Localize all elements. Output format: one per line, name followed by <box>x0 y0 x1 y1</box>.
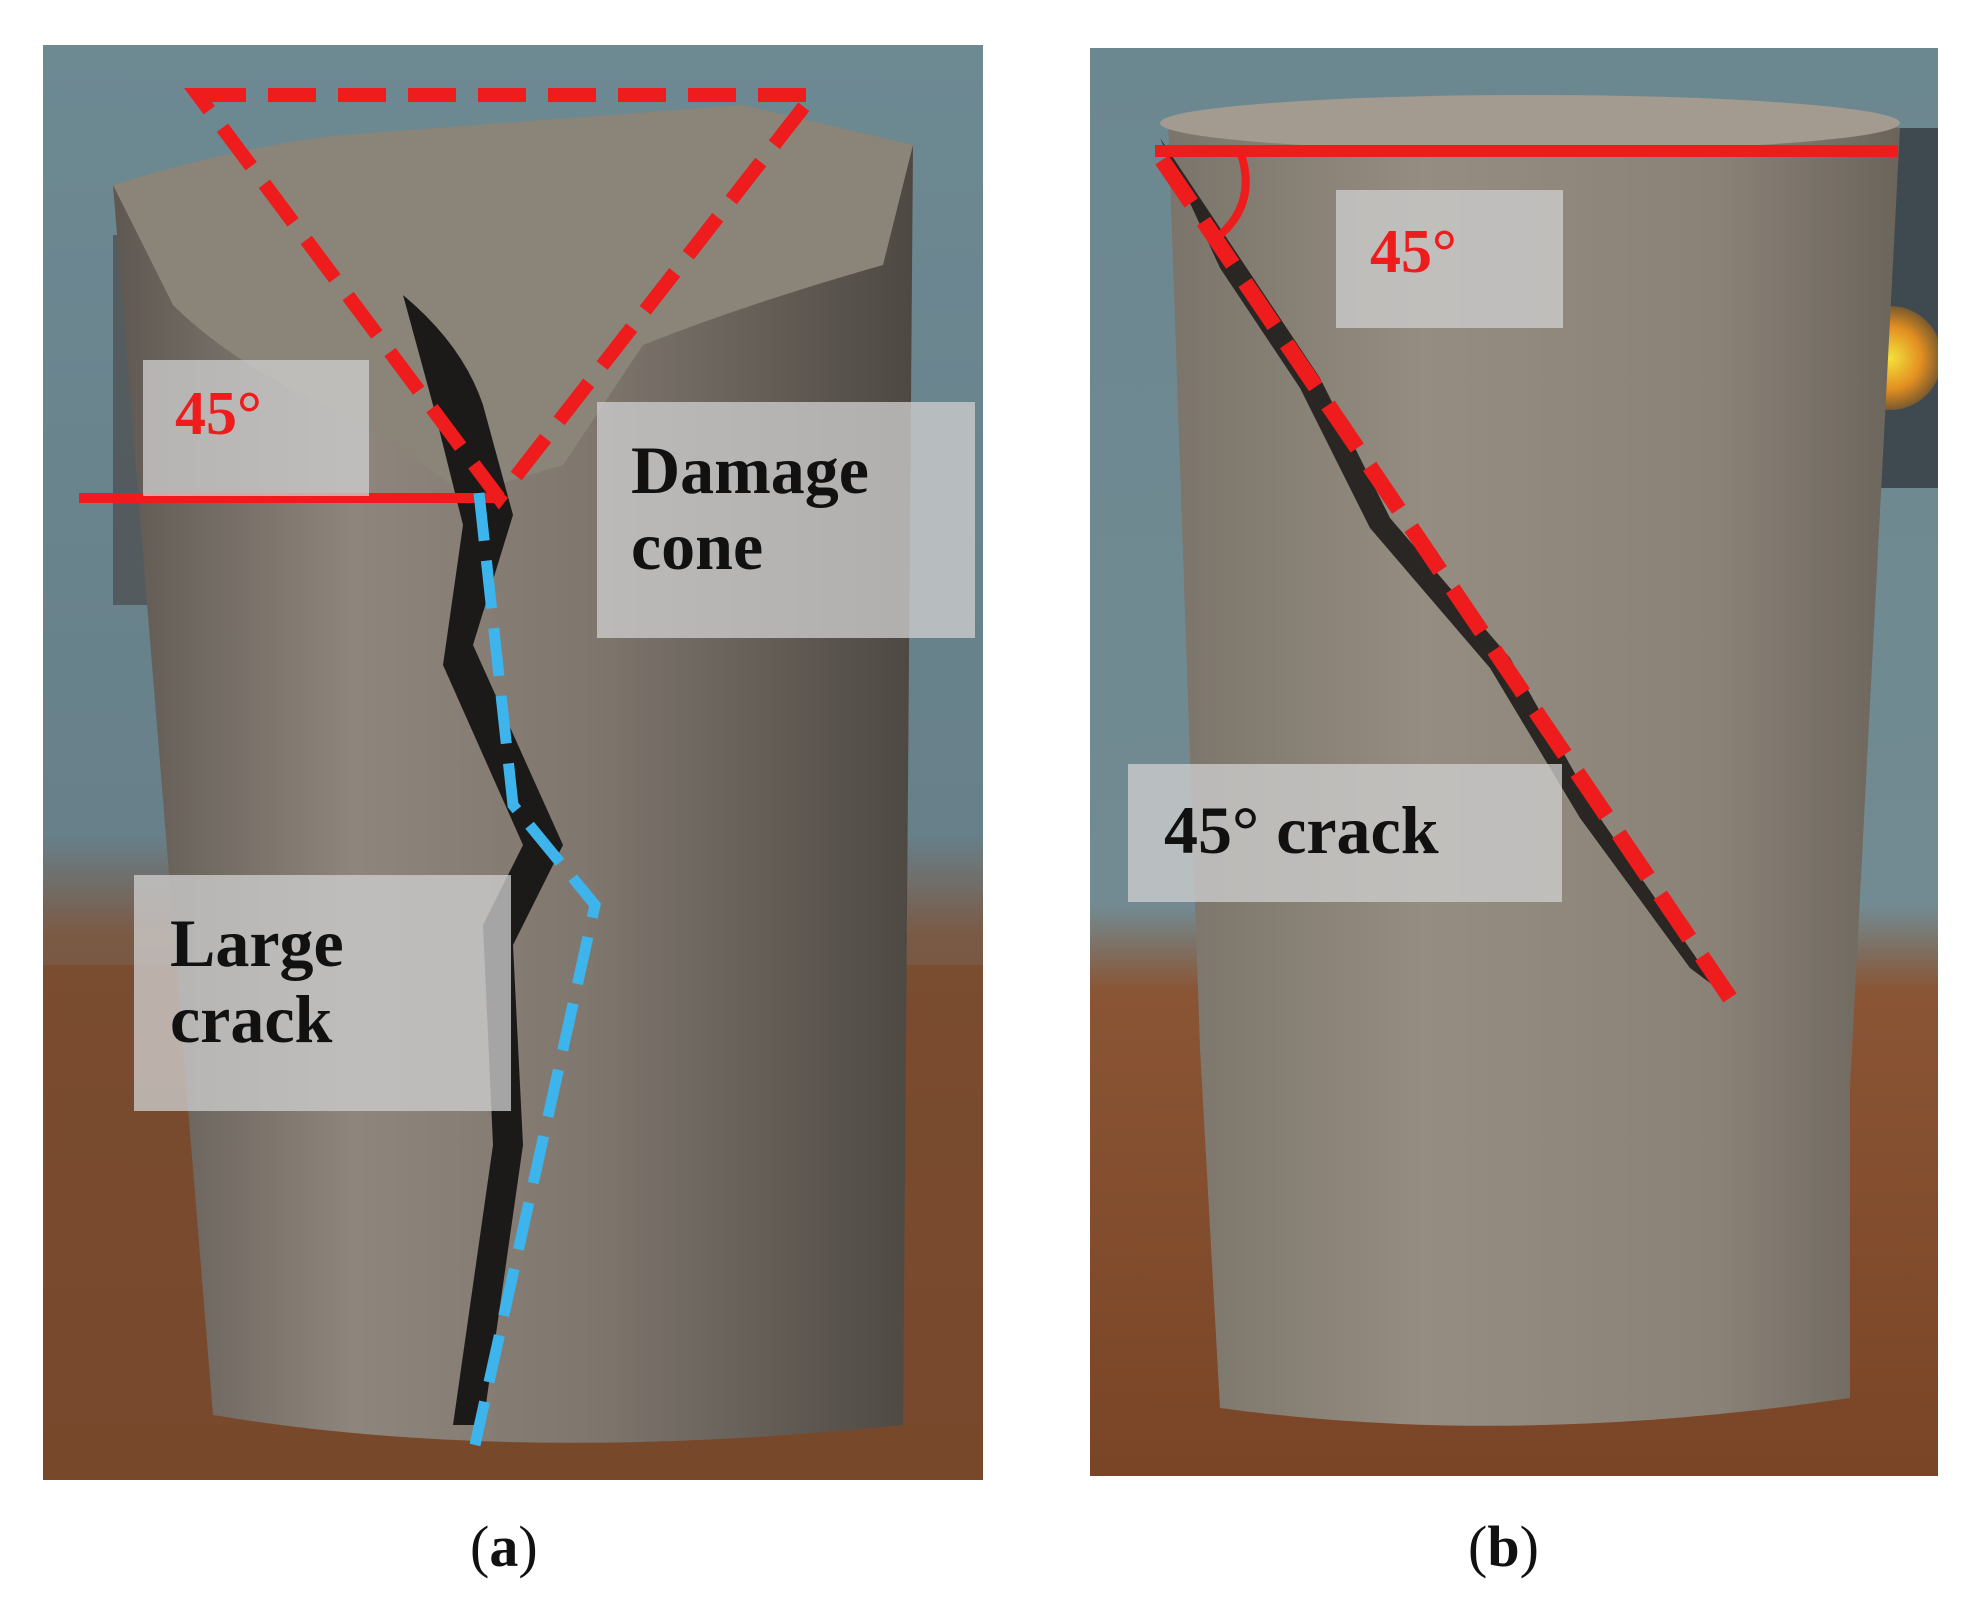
cylinder-top <box>1160 95 1900 151</box>
angle-label-a: 45° <box>143 360 369 496</box>
caption-b-letter: b <box>1487 1514 1520 1579</box>
damage-cone-line-1: Damage <box>631 432 869 508</box>
specimen-photo-a <box>43 45 983 1480</box>
photo-panel-b: 45° 45° crack <box>1090 48 1938 1476</box>
damage-cone-line-2: cone <box>631 508 764 585</box>
caption-a-letter: a <box>489 1514 519 1579</box>
shear-crack <box>1160 138 1730 998</box>
large-crack-path <box>469 492 601 1447</box>
caption-b: (b) <box>1468 1514 1539 1579</box>
caption-a: (a) <box>470 1514 538 1579</box>
damage-cone-outline <box>184 88 828 510</box>
large-crack-line-1: Large <box>170 905 344 981</box>
crack-45-label: 45° crack <box>1128 764 1562 902</box>
photo-panel-a: 45° Damage cone Large crack <box>43 45 983 1480</box>
angle-label-b: 45° <box>1336 190 1563 328</box>
large-crack-line-2: crack <box>170 981 333 1058</box>
crack-45-line <box>1155 155 1737 1003</box>
large-crack-label: Large crack <box>134 875 511 1111</box>
damage-cone-label: Damage cone <box>597 402 975 638</box>
